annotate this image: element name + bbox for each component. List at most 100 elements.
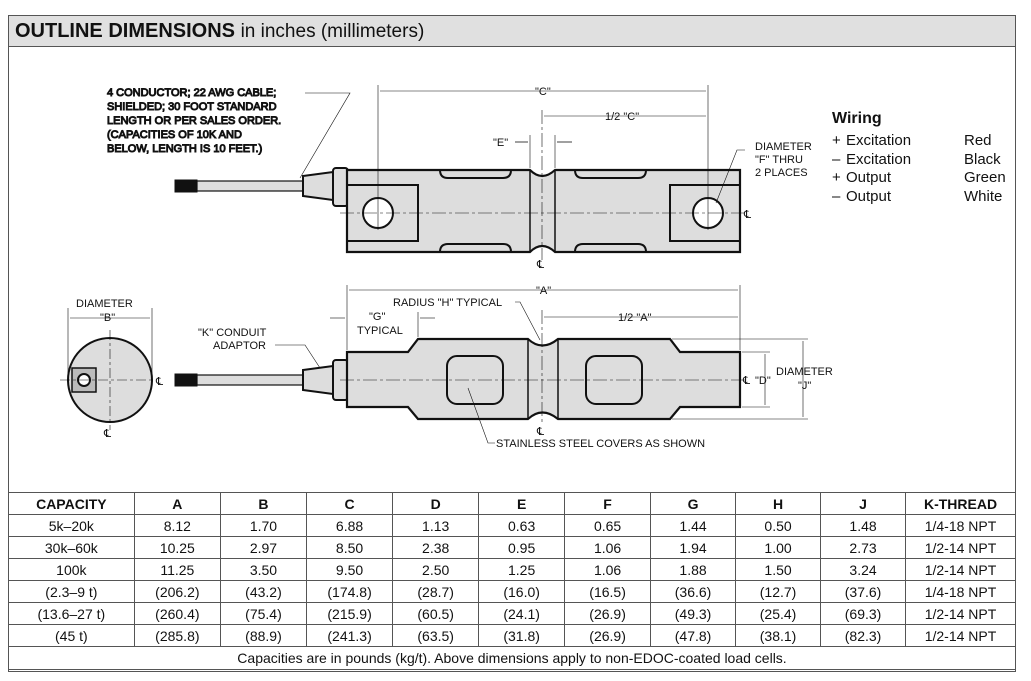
table-cell: (16.0) (478, 580, 566, 603)
column-header: H (735, 492, 822, 515)
table-row: (2.3–9 t)(206.2)(43.2)(174.8)(28.7)(16.0… (8, 580, 1016, 603)
dim-half-c-label: 1/2 "C" (605, 111, 639, 123)
centerline-symbol: ℄ (536, 259, 544, 271)
table-cell: 1.44 (650, 514, 737, 537)
radius-h-label: RADIUS "H" TYPICAL (393, 297, 502, 309)
outline-dimensions-panel: OUTLINE DIMENSIONS in inches (millimeter… (8, 15, 1016, 672)
section-title: OUTLINE DIMENSIONS in inches (millimeter… (15, 20, 424, 43)
table-cell: 8.12 (133, 514, 221, 537)
dimension-drawing: 4 CONDUCTOR; 22 AWG CABLE; SHIELDED; 30 … (60, 85, 833, 450)
table-cell: (49.3) (650, 602, 737, 625)
table-cell: 1.13 (392, 514, 480, 537)
column-header: J (820, 492, 907, 515)
table-cell: (63.5) (392, 624, 480, 647)
cable-note-line-5: BELOW, LENGTH IS 10 FEET.) (107, 143, 262, 155)
table-cell: (31.8) (478, 624, 566, 647)
top-view (174, 85, 745, 260)
table-cell: (25.4) (735, 602, 822, 625)
table-cell: 1.06 (564, 536, 652, 559)
table-cell: 1.94 (650, 536, 737, 559)
wire-name: Excitation (846, 150, 912, 168)
diameter-f-line-1: DIAMETER (755, 141, 812, 153)
table-cell: 1/4-18 NPT (905, 580, 1016, 603)
centerline-symbol: ℄ (103, 428, 111, 440)
table-cell: 1.88 (650, 558, 737, 581)
wire-sign: – (832, 150, 841, 168)
wire-sign: + (832, 169, 841, 186)
table-cell: 1.06 (564, 558, 652, 581)
table-cell: 1/4-18 NPT (905, 514, 1016, 537)
diameter-b-line-1: DIAMETER (76, 298, 133, 310)
table-cell: 100k (8, 558, 135, 581)
table-cell: (75.4) (219, 602, 307, 625)
diameter-f-line-2: "F" THRU (755, 154, 803, 166)
table-cell: 5k–20k (8, 514, 135, 537)
centerline-symbol: ℄ (743, 209, 751, 221)
conduit-line-1: "K" CONDUIT (198, 327, 267, 339)
diameter-f-line-3: 2 PLACES (755, 167, 808, 179)
dim-half-a-label: 1/2 "A" (618, 312, 652, 324)
table-cell: (2.3–9 t) (8, 580, 135, 603)
covers-note: STAINLESS STEEL COVERS AS SHOWN (496, 438, 705, 450)
table-cell: (47.8) (650, 624, 737, 647)
table-cell: 1.70 (219, 514, 307, 537)
table-cell: (174.8) (305, 580, 394, 603)
cable-note-line-3: LENGTH OR PER SALES ORDER. (107, 115, 281, 127)
conduit-line-2: ADAPTOR (213, 340, 266, 352)
wire-color: Black (964, 150, 1001, 168)
wiring-row: –Excitation Black (832, 151, 1006, 170)
wiring-title: Wiring (832, 110, 882, 127)
table-cell: 30k–60k (8, 536, 135, 559)
table-cell: (24.1) (478, 602, 566, 625)
table-cell: 1.50 (735, 558, 822, 581)
cable-note-line-1: 4 CONDUCTOR; 22 AWG CABLE; (107, 87, 276, 99)
dim-e-label: "E" (493, 137, 508, 149)
table-cell: 0.50 (735, 514, 822, 537)
wire-name: Output (846, 187, 892, 205)
table-cell: (260.4) (133, 602, 221, 625)
diameter-b-line-2: "B" (100, 312, 115, 324)
table-cell: 8.50 (305, 536, 394, 559)
table-cell: (26.9) (564, 624, 652, 647)
dim-a-label: "A" (536, 285, 551, 297)
table-cell: 3.50 (219, 558, 307, 581)
table-cell: (38.1) (735, 624, 822, 647)
column-header: F (564, 492, 652, 515)
table-cell: 9.50 (305, 558, 394, 581)
cable-note-line-2: SHIELDED; 30 FOOT STANDARD (107, 101, 277, 113)
table-cell: 1/2-14 NPT (905, 602, 1016, 625)
wire-sign: + (832, 132, 841, 149)
table-cell: 1/2-14 NPT (905, 624, 1016, 647)
centerline-symbol: ℄ (536, 426, 544, 438)
table-cell: (45 t) (8, 624, 135, 647)
table-cell: (88.9) (219, 624, 307, 647)
table-footnote-row: Capacities are in pounds (kg/t). Above d… (8, 646, 1016, 670)
wire-sign: – (832, 187, 841, 205)
section-subtitle: in inches (millimeters) (240, 21, 425, 42)
end-view (60, 308, 155, 430)
table-cell: 10.25 (133, 536, 221, 559)
column-header: A (133, 492, 221, 515)
table-cell: 11.25 (133, 558, 221, 581)
table-footnote: Capacities are in pounds (kg/t). Above d… (8, 646, 1016, 670)
column-header: E (478, 492, 566, 515)
table-cell: (69.3) (820, 602, 907, 625)
table-cell: 1.48 (820, 514, 907, 537)
table-cell: 2.97 (219, 536, 307, 559)
cable-note-line-4: (CAPACITIES OF 10K AND (107, 129, 242, 141)
table-cell: (43.2) (219, 580, 307, 603)
column-header: CAPACITY (8, 492, 135, 515)
table-cell: 1.00 (735, 536, 822, 559)
wire-name: Output (846, 169, 892, 186)
table-cell: (285.8) (133, 624, 221, 647)
table-cell: 6.88 (305, 514, 394, 537)
table-cell: 2.38 (392, 536, 480, 559)
table-cell: 1/2-14 NPT (905, 558, 1016, 581)
column-header: D (392, 492, 480, 515)
table-cell: (215.9) (305, 602, 394, 625)
